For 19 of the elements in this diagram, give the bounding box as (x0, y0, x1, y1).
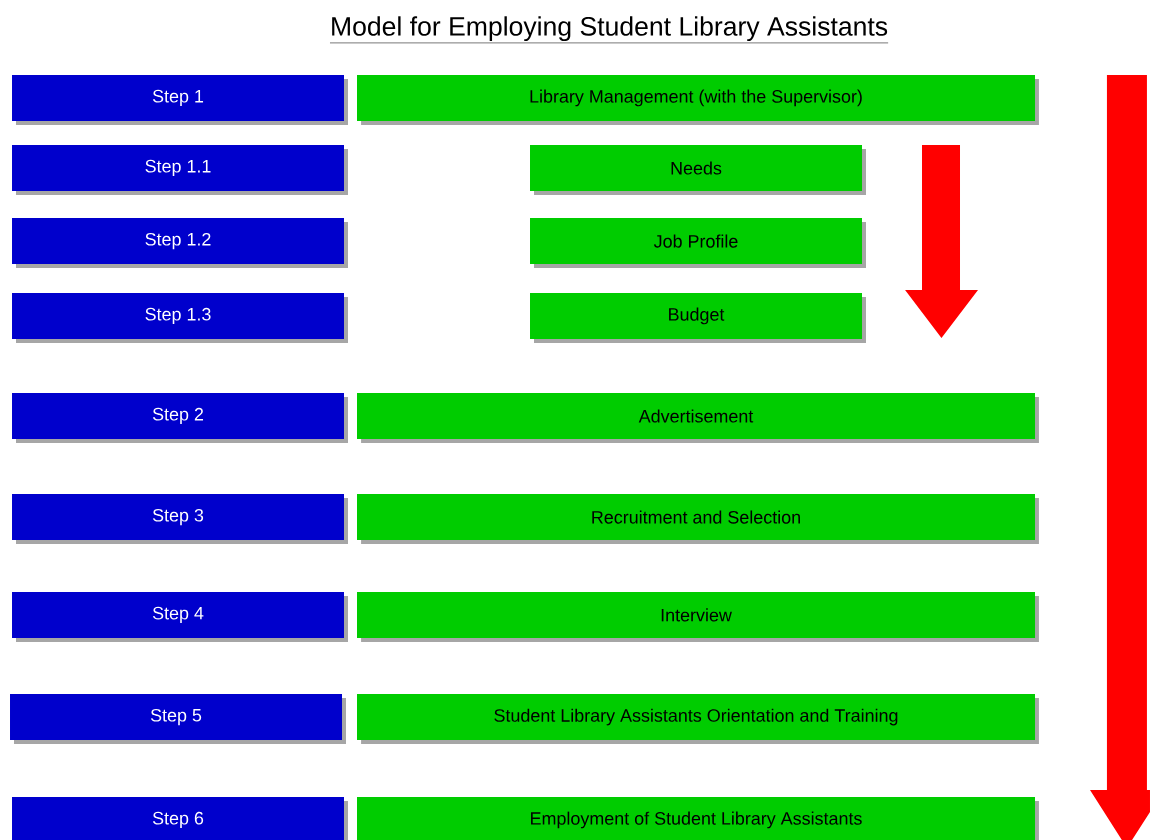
step-box: Step 3 (12, 494, 348, 544)
step-box: Step 1.2 (12, 218, 348, 268)
step-box: Step 6 (12, 797, 348, 840)
stage-box: Advertisement (357, 393, 1039, 443)
stage-box: Budget (530, 293, 866, 343)
step-box: Step 1.1 (12, 145, 348, 195)
stage-box: Interview (357, 591, 1039, 642)
title: Model for Employing Student Library Assistants (329, 16, 889, 44)
step-box: Step 1 (12, 75, 348, 126)
stage-box: Job Profile (530, 218, 866, 268)
stage-box: Student Library Assistants Orientation and Training (357, 694, 1039, 744)
stage-box: Needs (530, 145, 866, 195)
stage-box: Library Management (with the Supervisor) (357, 75, 1039, 126)
stage-box: Recruitment and Selection (357, 494, 1039, 544)
step-box: Step 1.3 (12, 293, 348, 343)
step-box: Step 5 (10, 694, 346, 744)
step-box: Step 2 (12, 393, 348, 443)
stage-box: Employment of Student Library Assistants (357, 797, 1039, 840)
step-box: Step 4 (12, 591, 348, 642)
